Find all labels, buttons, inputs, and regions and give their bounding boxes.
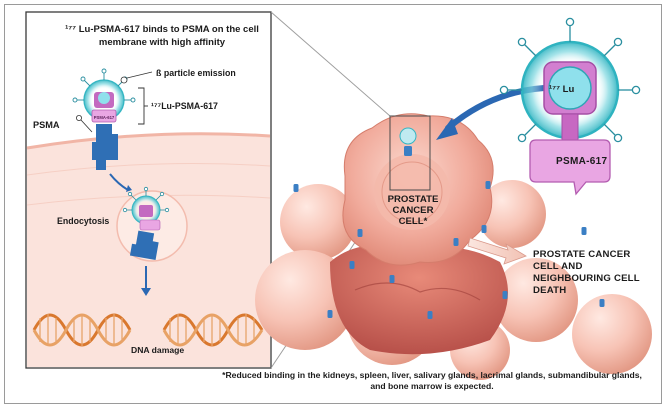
prostate-cancer-cell bbox=[342, 113, 494, 266]
zoom-selection-box bbox=[389, 115, 431, 191]
beta-emission-label: ß particle emission bbox=[156, 68, 236, 78]
footnote: *Reduced binding in the kidneys, spleen,… bbox=[222, 370, 642, 391]
compound-label: PSMA-617 bbox=[556, 156, 608, 167]
inset-ligand-bound bbox=[72, 68, 153, 192]
surface-psma-receptors bbox=[293, 181, 605, 319]
inset-endocytosis-vesicle bbox=[116, 186, 188, 296]
tumor-cluster bbox=[330, 245, 508, 355]
psma-receptor-label: PSMA bbox=[33, 120, 60, 130]
neighbouring-cells bbox=[255, 180, 652, 380]
cell-death-label: PROSTATE CANCER CELL AND NEIGHBOURING CE… bbox=[533, 249, 640, 296]
endocytosis-label: Endocytosis bbox=[57, 216, 110, 226]
top-caption: ¹⁷⁷ Lu-PSMA-617 binds to PSMA on the cel… bbox=[65, 24, 259, 48]
inset-molecule-tag: PSMA-617 bbox=[94, 115, 115, 120]
mechanism-inset-panel bbox=[25, 11, 272, 369]
cancer-cell-label: PROSTATE CANCER CELL* bbox=[387, 194, 439, 227]
molecule-zoom bbox=[499, 17, 641, 196]
dna-damage-label: DNA damage bbox=[131, 345, 185, 355]
cell-death-arrow bbox=[467, 237, 527, 265]
inset-dna-helix bbox=[32, 313, 264, 347]
isotope-label: ¹⁷⁷ Lu bbox=[549, 84, 575, 95]
ligand-label: ¹⁷⁷Lu-PSMA-617 bbox=[151, 101, 218, 111]
